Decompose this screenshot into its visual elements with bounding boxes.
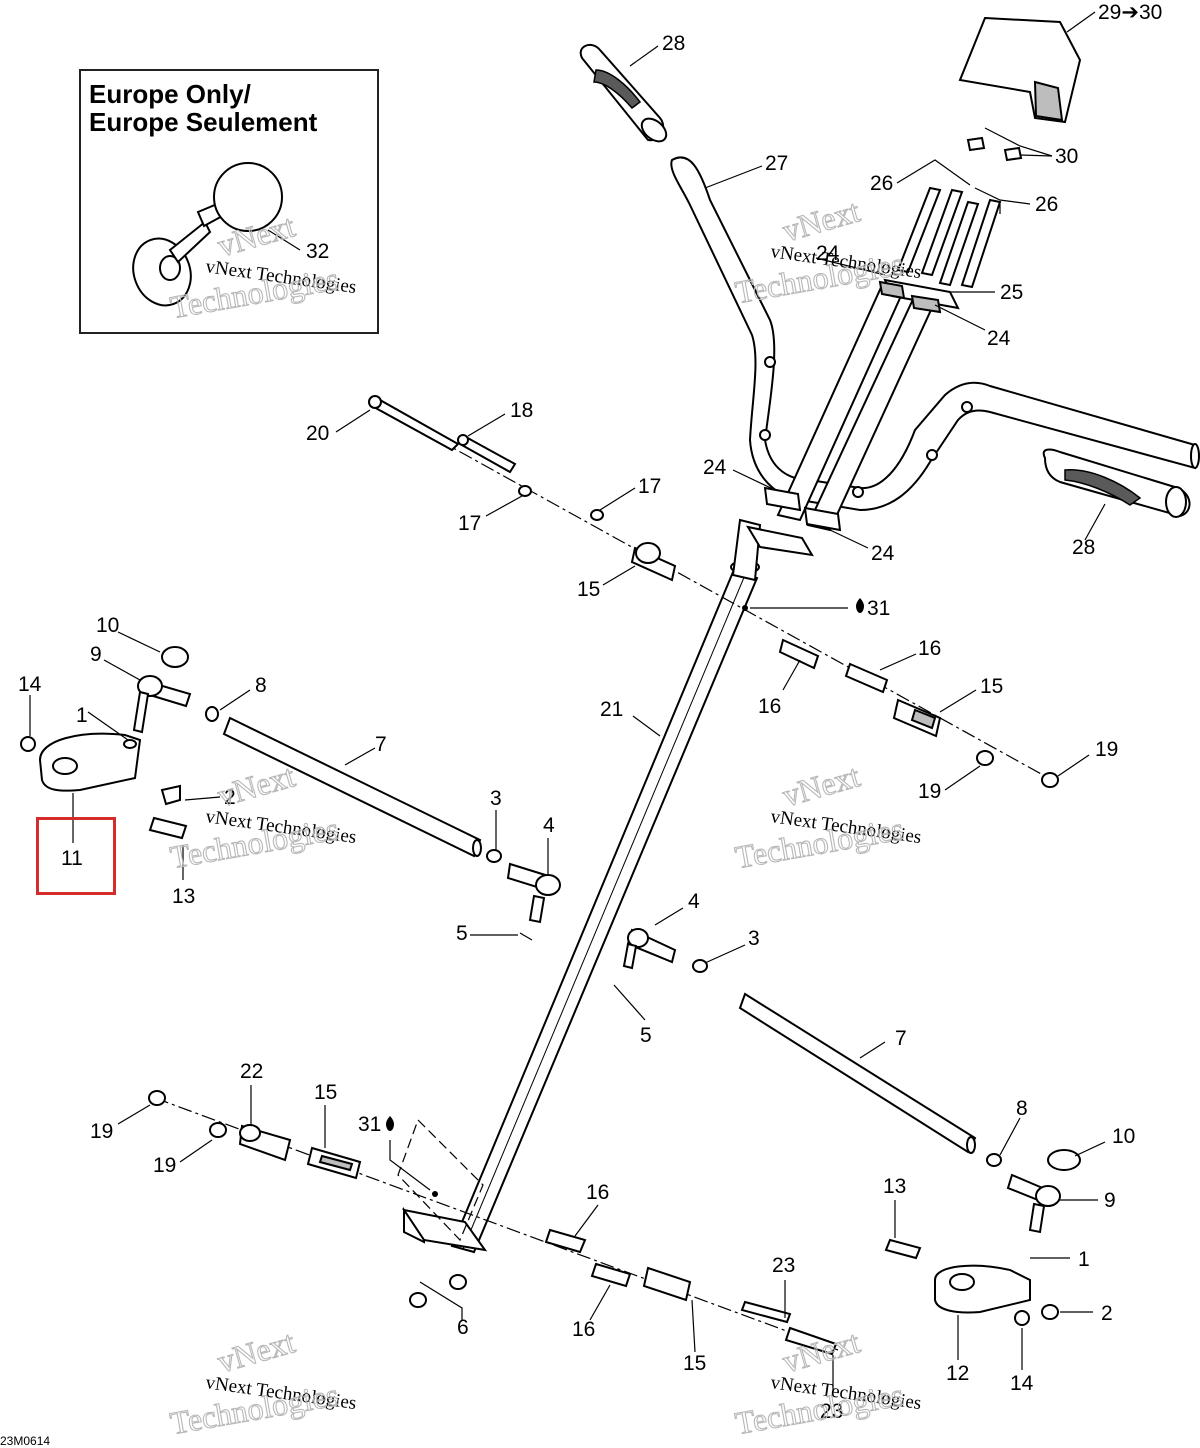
callout-18: 18 <box>510 399 533 422</box>
highlight-box <box>36 817 116 895</box>
callout-31: 31 <box>358 1113 381 1136</box>
callout-3: 3 <box>748 927 760 950</box>
callout-16: 16 <box>918 637 941 660</box>
svg-text:vNext: vNext <box>778 757 863 813</box>
svg-text:vNext: vNext <box>778 192 863 248</box>
callout-13: 13 <box>172 885 195 908</box>
inset-title-line2: Europe Seulement <box>89 107 318 137</box>
callout-15: 15 <box>314 1081 337 1104</box>
callout-4: 4 <box>688 890 700 913</box>
callout-1: 1 <box>1078 1248 1090 1271</box>
callout-8: 8 <box>1016 1097 1028 1120</box>
callout-31: 31 <box>867 597 890 620</box>
callout-14: 14 <box>18 673 42 696</box>
callout-32: 32 <box>306 240 329 263</box>
callout-24: 24 <box>987 327 1011 350</box>
oil-drop-icon <box>856 598 864 613</box>
callout-24: 24 <box>871 542 895 565</box>
callout-3: 3 <box>490 787 502 810</box>
watermark: vNext Technologies vNext Technologies <box>732 757 923 876</box>
clamp-posts <box>763 278 960 532</box>
callout-22: 22 <box>240 1060 263 1083</box>
callout-19: 19 <box>90 1120 113 1143</box>
callout-25: 25 <box>1000 281 1023 304</box>
grip-right <box>1042 448 1191 518</box>
inset-title-line1: Europe Only/ <box>89 79 251 109</box>
callout-29-30: 29➔30 <box>1098 1 1162 24</box>
callout-9: 9 <box>90 643 102 666</box>
callout-19: 19 <box>918 780 941 803</box>
callout-13: 13 <box>883 1175 906 1198</box>
upper-pivot-assembly <box>368 395 1059 788</box>
callout-19: 19 <box>153 1154 176 1177</box>
clamp-bolts <box>896 186 1002 289</box>
steering-cover <box>958 16 1082 162</box>
callout-2: 2 <box>224 786 236 809</box>
callout-16: 16 <box>758 695 781 718</box>
callout-4: 4 <box>543 814 555 837</box>
callout-30: 30 <box>1055 145 1078 168</box>
callout-10: 10 <box>96 614 119 637</box>
callout-24: 24 <box>703 456 727 479</box>
grip-top <box>579 43 668 143</box>
watermark: vNext Technologies vNext Technologies <box>732 1323 923 1442</box>
callout-26: 26 <box>1035 193 1058 216</box>
callout-labels: 29➔30 28 27 30 26 26 24 25 24 24 24 28 2… <box>18 1 1162 1423</box>
callout-28: 28 <box>1072 536 1095 559</box>
callout-16: 16 <box>572 1318 595 1341</box>
handlebar <box>670 156 1200 512</box>
callout-7: 7 <box>375 733 387 756</box>
callout-15: 15 <box>683 1352 706 1375</box>
callout-17: 17 <box>638 475 661 498</box>
callout-1: 1 <box>76 704 88 727</box>
callout-21: 21 <box>600 698 623 721</box>
callout-9: 9 <box>1104 1189 1116 1212</box>
callout-23: 23 <box>772 1254 795 1277</box>
callout-16: 16 <box>586 1181 609 1204</box>
horn-drawing <box>132 162 301 307</box>
drawing-id: 23M0614 <box>0 1434 51 1448</box>
europe-only-inset <box>79 69 379 334</box>
callout-27: 27 <box>765 152 788 175</box>
callout-2: 2 <box>1101 1302 1113 1325</box>
callout-7: 7 <box>895 1027 907 1050</box>
callout-23: 23 <box>820 1400 843 1423</box>
callout-12: 12 <box>946 1362 969 1385</box>
lower-pivot-assembly <box>148 1090 839 1356</box>
callout-17: 17 <box>458 512 481 535</box>
svg-text:vNext: vNext <box>213 757 298 813</box>
callout-14: 14 <box>1010 1372 1034 1395</box>
callout-28: 28 <box>662 32 685 55</box>
inset-title: Europe Only/ Europe Seulement <box>89 80 317 136</box>
right-tie-rod-assembly <box>622 928 1081 1326</box>
svg-text:vNext: vNext <box>213 1323 298 1379</box>
callout-11: 11 <box>61 847 83 870</box>
watermark: vNext Technologies vNext Technologies <box>167 1323 358 1442</box>
callout-24: 24 <box>816 242 840 265</box>
left-tie-rod-assembly <box>20 646 561 941</box>
callout-15: 15 <box>577 578 600 601</box>
callout-6: 6 <box>457 1316 469 1339</box>
callout-8: 8 <box>255 674 267 697</box>
callout-26: 26 <box>870 172 893 195</box>
callout-5: 5 <box>640 1024 652 1047</box>
steering-column <box>397 518 814 1254</box>
callout-15: 15 <box>980 675 1003 698</box>
callout-10: 10 <box>1112 1125 1135 1148</box>
oil-drop-icon <box>386 1116 394 1131</box>
callout-20: 20 <box>306 422 329 445</box>
watermark: vNext Technologies vNext Technologies <box>167 757 358 876</box>
callout-5: 5 <box>456 922 468 945</box>
callout-19: 19 <box>1095 738 1118 761</box>
